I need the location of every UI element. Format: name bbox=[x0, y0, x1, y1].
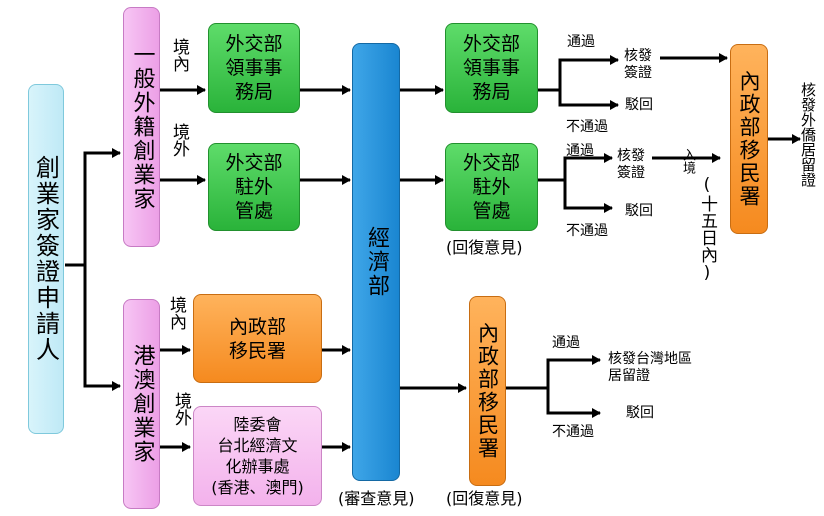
fail-label-2: 不通過 bbox=[566, 223, 608, 239]
mofa-overseas-box-2: 外交部 駐外 管處 bbox=[445, 143, 538, 231]
issue-visa-2: 核發 簽證 bbox=[617, 148, 645, 181]
issue-arc: 核發台灣地區 居留證 bbox=[608, 351, 692, 384]
enter-label: 入境 bbox=[680, 148, 695, 174]
domestic-label-1: 境內 bbox=[169, 38, 189, 72]
hk-macau-entrepreneur-box: 港澳創業家 bbox=[123, 299, 160, 509]
fail-label-1: 不通過 bbox=[566, 119, 608, 135]
moi-immigration-label: 內政部 移民署 bbox=[228, 315, 286, 362]
hk-macau-entrepreneur-label: 港澳創業家 bbox=[129, 344, 155, 464]
applicant-label: 創業家簽證申請人 bbox=[31, 155, 60, 363]
moea-label: 經濟部 bbox=[364, 226, 389, 298]
moi-immigration-label-3: 內政部移民署 bbox=[737, 70, 761, 208]
moi-immigration-box-3: 內政部移民署 bbox=[730, 44, 768, 234]
fail-label-3: 不通過 bbox=[552, 424, 594, 440]
mofa-overseas-label: 外交部 駐外 管處 bbox=[225, 152, 283, 222]
issue-visa-1: 核發 簽證 bbox=[624, 48, 652, 81]
pass-label-2: 通過 bbox=[566, 143, 594, 159]
mofa-overseas-label-2: 外交部 駐外 管處 bbox=[462, 152, 520, 222]
moi-immigration-box-2: 內政部移民署 bbox=[469, 296, 506, 486]
overseas-label-2: 境外 bbox=[171, 392, 191, 426]
mac-office-box: 陸委會 台北經濟文 化辦事處 (香港、澳門) bbox=[193, 406, 322, 506]
foreign-entrepreneur-label: 一般外籍創業家 bbox=[129, 43, 155, 211]
mofa-consular-box: 外交部 領事事 務局 bbox=[208, 23, 300, 113]
reply-note-2: (回復意見) bbox=[446, 489, 523, 508]
moea-box: 經濟部 bbox=[352, 43, 400, 481]
mofa-consular-label-2: 外交部 領事事 務局 bbox=[462, 33, 520, 103]
moi-immigration-label-2: 內政部移民署 bbox=[475, 322, 500, 460]
reject-1: 駁回 bbox=[625, 97, 653, 113]
reject-2: 駁回 bbox=[625, 203, 653, 219]
overseas-label-1: 境外 bbox=[169, 123, 189, 157]
reject-3: 駁回 bbox=[626, 405, 654, 421]
mac-office-label: 陸委會 台北經濟文 化辦事處 (香港、澳門) bbox=[211, 415, 304, 497]
applicant-box: 創業家簽證申請人 bbox=[28, 84, 64, 434]
issue-foreign-arc: 核發外僑居留證 bbox=[799, 82, 817, 187]
domestic-label-2: 境內 bbox=[166, 296, 186, 330]
mofa-consular-box-2: 外交部 領事事 務局 bbox=[445, 23, 538, 113]
foreign-entrepreneur-box: 一般外籍創業家 bbox=[123, 7, 160, 247]
pass-label-3: 通過 bbox=[552, 335, 580, 351]
reply-note-1: (回復意見) bbox=[446, 238, 523, 257]
moi-immigration-box: 內政部 移民署 bbox=[193, 294, 322, 383]
moea-note: (審查意見) bbox=[338, 489, 415, 508]
mofa-overseas-box: 外交部 駐外 管處 bbox=[208, 143, 300, 231]
pass-label-1: 通過 bbox=[567, 34, 595, 50]
within-15-days-label: (十五日內) bbox=[697, 175, 717, 283]
mofa-consular-label: 外交部 領事事 務局 bbox=[225, 33, 283, 103]
